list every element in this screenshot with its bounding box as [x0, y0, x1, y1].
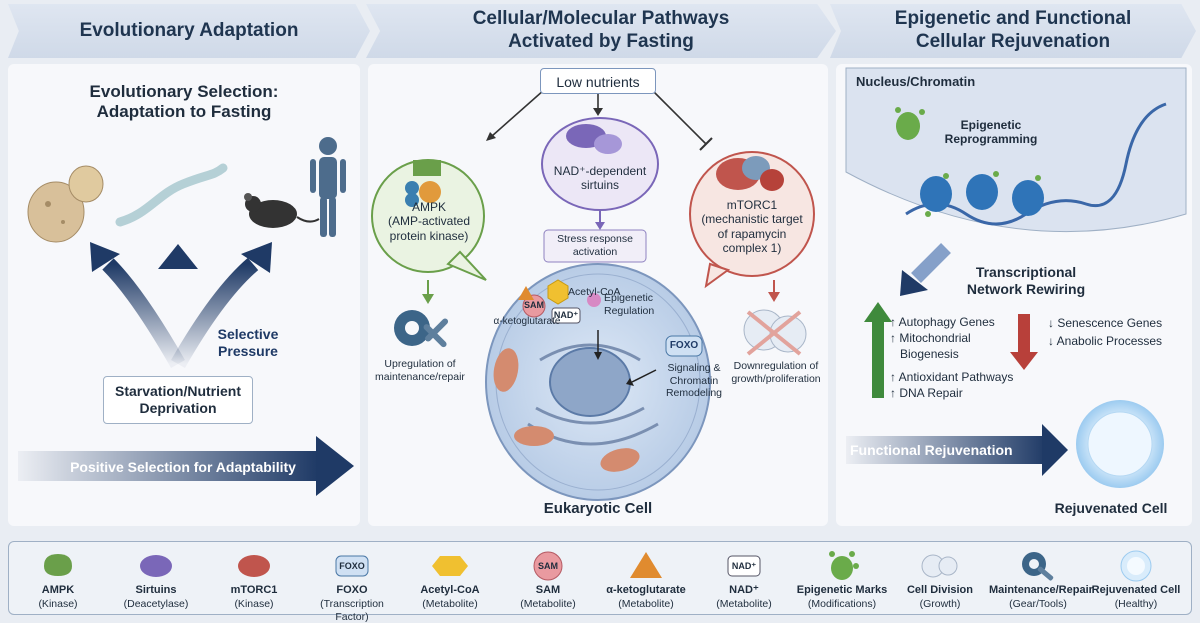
nad-icon	[727, 555, 761, 577]
human-icon	[310, 137, 346, 237]
panel-cellular-pathways: Low nutrients AMPK (AMP-activated protei…	[368, 64, 828, 526]
epigenetic-marks-icon	[829, 551, 859, 580]
header-title: Evolutionary Adaptation	[79, 19, 299, 41]
gear-tools-icon	[394, 310, 449, 348]
mouse-icon	[244, 193, 320, 228]
mtorc1-icon	[238, 555, 270, 577]
cell-division-crossed-icon	[743, 309, 807, 356]
header-title-line2: Cellular Rejuvenation	[915, 31, 1111, 52]
alpha-ketoglutarate-icon	[630, 552, 662, 578]
mtorc1-bubble	[689, 151, 815, 289]
legend-item-foxo: FOXO FOXO (Transcription Factor)	[303, 542, 401, 623]
legend: AMPK (Kinase) Sirtuins (Deacetylase) mTO…	[8, 541, 1192, 623]
panel-epigenetic: Nucleus/Chromatin Epigenetic Reprogrammi…	[836, 64, 1192, 526]
nucleus-label: Nucleus/Chromatin	[856, 74, 976, 89]
functional-rejuvenation-label: Functional Rejuvenation	[850, 442, 1013, 458]
positive-selection-label: Positive Selection for Adaptability	[70, 459, 296, 475]
legend-item-ampk: AMPK (Kinase)	[9, 542, 107, 614]
transcriptional-rewiring-label: Transcriptional Network Rewiring	[966, 264, 1086, 297]
ampk-icon	[44, 554, 72, 576]
worm-icon	[115, 163, 228, 227]
header-cellular-pathways: Cellular/Molecular Pathways Activated by…	[366, 4, 836, 58]
sam-label: SAM	[524, 300, 544, 310]
sirtuins-icon	[140, 555, 172, 577]
pathways-graphics	[371, 89, 815, 501]
low-nutrients-box: Low nutrients	[540, 68, 656, 94]
legend-item-alpha-ketoglutarate: α-ketoglutarate (Metabolite)	[597, 542, 695, 614]
legend-item-mtorc1: mTORC1 (Kinase)	[205, 542, 303, 614]
evolution-arrows	[18, 137, 354, 496]
rejuvenated-cell-icon	[1120, 550, 1152, 582]
header-title-line1: Epigenetic and Functional	[894, 8, 1132, 30]
eukaryotic-cell-label: Eukaryotic Cell	[543, 500, 653, 517]
header-epigenetic-rejuvenation: Epigenetic and Functional Cellular Rejuv…	[830, 4, 1196, 58]
epigenetic-regulation-label: Epigenetic Regulation	[604, 292, 655, 317]
upregulation-label: Upregulation of maintenance/repair	[375, 358, 465, 383]
ampk-label: AMPK (AMP-activated protein kinase)	[387, 200, 471, 243]
legend-item-maintenance-repair: Maintenance/Repair (Gear/Tools)	[989, 542, 1093, 614]
foxo-icon	[335, 555, 369, 577]
eukaryotic-cell	[485, 263, 711, 501]
acetyl-coa-label: Acetyl-CoA	[568, 286, 621, 298]
starvation-box: Starvation/Nutrient Deprivation	[103, 376, 253, 424]
legend-item-sam: SAM SAM (Metabolite)	[499, 542, 597, 614]
nucleus-graphics	[845, 67, 1187, 488]
legend-item-sirtuins: Sirtuins (Deacetylase)	[107, 542, 205, 614]
foxo-badge-text: FOXO	[339, 561, 365, 571]
panel1-title: Evolutionary Selection: Adaptation to Fa…	[89, 82, 279, 122]
header-title-line1: Cellular/Molecular Pathways	[472, 8, 730, 30]
foxo-label: FOXO	[669, 340, 699, 351]
mtorc1-label: mTORC1 (mechanistic target of rapamycin …	[701, 198, 803, 256]
yeast-icon	[27, 165, 104, 243]
downregulated-genes-list: ↓ Senescence Genes ↓ Anabolic Processes	[1048, 316, 1163, 348]
nad-label: NAD⁺	[553, 310, 579, 320]
cell-division-icon	[921, 554, 958, 578]
acetyl-coa-icon	[432, 556, 468, 576]
sam-badge-text: SAM	[538, 561, 558, 571]
legend-item-rejuvenated-cell: Rejuvenated Cell (Healthy)	[1087, 542, 1185, 614]
rejuvenated-cell-label: Rejuvenated Cell	[1054, 500, 1168, 516]
sirtuins-bubble	[541, 117, 659, 263]
legend-item-nad: NAD⁺ NAD⁺ (Metabolite)	[695, 542, 793, 614]
legend-item-epigenetic-marks: Epigenetic Marks (Modifications)	[793, 542, 891, 614]
selective-pressure-label: Selective Pressure	[217, 326, 279, 359]
header-title-line2: Activated by Fasting	[508, 31, 694, 52]
gear-tools-icon	[1022, 552, 1054, 581]
epigenetic-reprogramming-label: Epigenetic Reprogramming	[944, 118, 1038, 147]
ampk-bubble	[371, 159, 487, 281]
sirtuins-label: NAD⁺-dependent sirtuins	[553, 164, 647, 193]
akg-label: α-ketoglutarate	[493, 316, 561, 327]
panel-evolutionary: Evolutionary Selection: Adaptation to Fa…	[8, 64, 360, 526]
downregulation-label: Downregulation of growth/proliferation	[731, 360, 821, 385]
legend-item-acetyl-coa: Acetyl-CoA (Metabolite)	[401, 542, 499, 614]
sam-icon	[533, 551, 563, 581]
nad-badge-text: NAD⁺	[731, 561, 757, 571]
legend-item-cell-division: Cell Division (Growth)	[891, 542, 989, 614]
header-evolutionary-adaptation: Evolutionary Adaptation	[8, 4, 370, 58]
stress-response-label: Stress response activation	[557, 233, 633, 258]
signaling-label: Signaling & Chromatin Remodeling	[665, 362, 723, 400]
upregulated-genes-list: ↑ Autophagy Genes ↑ Mitochondrial Biogen…	[890, 315, 1014, 400]
